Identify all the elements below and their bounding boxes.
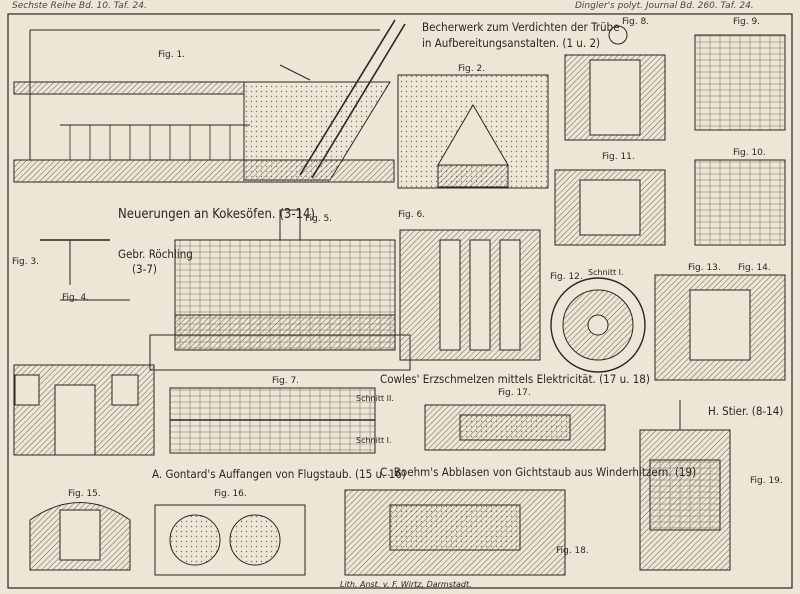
label-schnitt-1: Schnitt I. (588, 268, 624, 277)
caption-roechling-line2: (3-7) (132, 262, 157, 276)
label-fig-18: Fig. 18. (556, 546, 589, 556)
plate-header-right: Dingler's polyt. Journal Bd. 260. Taf. 2… (575, 1, 754, 11)
figure-16-drawing (154, 504, 306, 576)
plate-header-left: Sechste Reihe Bd. 10. Taf. 24. (12, 1, 147, 11)
imprint: Lith. Anst. v. F. Wirtz, Darmstadt. (340, 580, 472, 589)
label-fig-14: Fig. 14. (738, 263, 771, 273)
caption-boehm: C. Boehm's Abblasen von Gichtstaub aus W… (380, 465, 697, 479)
caption-gontard: A. Gontard's Auffangen von Flugstaub. (1… (152, 467, 406, 481)
figures-3-4-drawings (13, 239, 155, 456)
figure-12-drawing (550, 277, 646, 373)
figure-1-drawing (13, 19, 406, 183)
figure-5-drawing (149, 209, 411, 371)
label-fig-3: Fig. 3. (12, 257, 40, 267)
label-fig-15: Fig. 15. (68, 489, 101, 499)
label-fig-10: Fig. 10. (733, 148, 766, 158)
figure-17-drawing (424, 404, 606, 451)
label-fig-2: Fig. 2. (458, 64, 486, 74)
label-schnitt-II: Schnitt II. (356, 394, 394, 403)
figure-19-drawing (639, 400, 731, 571)
caption-cowles: Cowles' Erzschmelzen mittels Elektricitä… (380, 372, 650, 386)
label-fig-19: Fig. 19. (750, 476, 783, 486)
figure-2-drawing (397, 74, 549, 189)
label-fig-17: Fig. 17. (498, 388, 531, 398)
figures-8-11-drawings (554, 25, 786, 246)
label-fig-1: Fig. 1. (158, 50, 186, 60)
figures-13-14-drawings (654, 274, 786, 381)
label-fig-6: Fig. 6. (398, 210, 426, 220)
label-fig-16: Fig. 16. (214, 489, 247, 499)
figure-15-drawing (29, 502, 131, 571)
caption-becherwerk-line1: Becherwerk zum Verdichten der Trübe (422, 20, 620, 34)
caption-stier: H. Stier. (8-14) (708, 404, 784, 418)
caption-kokesofen: Neuerungen an Kokesöfen. (3-14) (118, 207, 315, 222)
label-schnitt-I: Schnitt I. (356, 436, 392, 445)
label-fig-5: Fig. 5. (305, 214, 333, 224)
caption-roechling-line1: Gebr. Röchling (118, 247, 193, 261)
figure-7-drawing (169, 387, 376, 454)
label-fig-11: Fig. 11. (602, 152, 635, 162)
label-fig-8: Fig. 8. (622, 17, 650, 27)
figure-18-drawing (344, 489, 566, 576)
label-fig-12: Fig. 12. (550, 272, 583, 282)
label-fig-9: Fig. 9. (733, 17, 761, 27)
label-fig-7: Fig. 7. (272, 376, 300, 386)
label-fig-13: Fig. 13. (688, 263, 721, 273)
label-fig-4: Fig. 4. (62, 293, 90, 303)
figure-6-drawing (399, 229, 541, 361)
caption-becherwerk-line2: in Aufbereitungsanstalten. (1 u. 2) (422, 36, 601, 50)
